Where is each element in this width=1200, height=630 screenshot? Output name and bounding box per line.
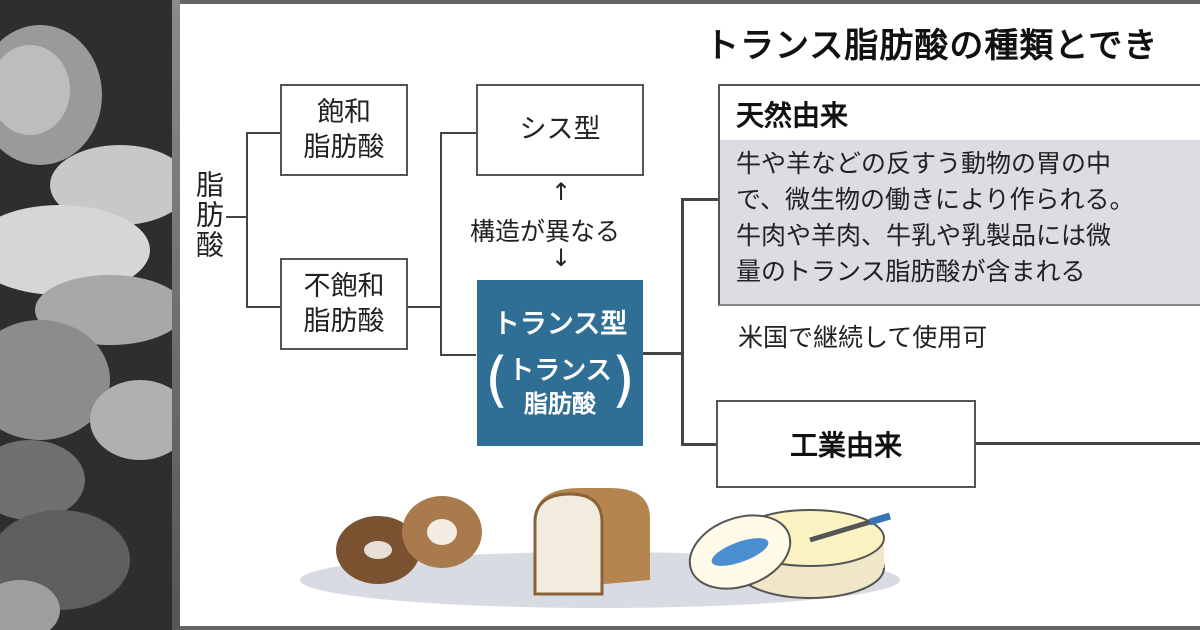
margarine-tub-icon	[688, 509, 892, 599]
food-illustration-svg	[300, 488, 900, 608]
natural-origin-title: 天然由来	[736, 99, 849, 132]
structure-differs-note: 構造が異なる	[470, 217, 621, 246]
root-fatty-acid-label: 脂肪酸	[192, 170, 225, 260]
connector-cis	[440, 132, 476, 134]
connector-cis-trans-v	[440, 132, 442, 356]
natural-desc-line: 量のトランス脂肪酸が含まれる	[736, 257, 1086, 286]
natural-origin-description: 牛や羊などの反すう動物の胃の中 で、微生物の働きにより作られる。 牛肉や羊肉、牛…	[718, 140, 1200, 306]
photo-border	[172, 0, 180, 630]
trans-sub-line1: トランス	[508, 356, 612, 386]
trans-sub-line2: 脂肪酸	[524, 390, 596, 418]
trans-type-box: トランス型 ( トランス 脂肪酸 )	[477, 280, 643, 446]
industrial-origin-title: 工業由来	[789, 429, 902, 462]
connector-trans	[440, 354, 476, 356]
top-rule	[180, 0, 1200, 4]
connector-natural	[681, 198, 718, 201]
natural-usage-note: 米国で継続して使用可	[738, 323, 988, 352]
connector-industrial-right	[976, 442, 1200, 445]
connector-root-h	[226, 216, 248, 218]
connector-unsaturated	[246, 306, 280, 308]
connector-saturated	[246, 132, 280, 134]
donuts-icon	[336, 496, 482, 584]
saturated-fat-box: 飽和 脂肪酸	[280, 84, 408, 176]
industrial-origin-box: 工業由来	[716, 400, 976, 488]
connector-root-v	[246, 132, 248, 308]
bottom-rule	[180, 626, 1200, 630]
natural-desc-line: で、微生物の働きにより作られる。	[736, 185, 1135, 214]
unsaturated-label-line2: 脂肪酸	[303, 306, 385, 337]
diagram-title: トランス脂肪酸の種類とでき	[705, 26, 1159, 66]
saturated-label-line2: 脂肪酸	[303, 132, 385, 163]
trans-label: トランス型	[492, 309, 628, 340]
connector-trans-out	[643, 352, 683, 355]
saturated-label-line1: 飽和	[317, 96, 371, 128]
paren-open: (	[485, 345, 509, 415]
cis-type-box: シス型	[476, 84, 644, 176]
unsaturated-fat-box: 不飽和 脂肪酸	[280, 258, 408, 350]
paren-close: )	[611, 345, 635, 415]
baked-goods-photo	[0, 0, 172, 630]
arrow-up-icon: ↑	[551, 178, 572, 206]
photo-illustration	[0, 0, 172, 630]
natural-origin-header	[718, 84, 1200, 140]
cis-label: シス型	[519, 114, 601, 146]
food-illustrations	[290, 480, 930, 620]
bread-loaf-icon	[533, 488, 650, 596]
connector-origin-v	[681, 198, 684, 446]
connector-unsat-out	[408, 306, 442, 308]
arrow-down-icon: ↓	[551, 244, 572, 272]
connector-industrial	[681, 443, 718, 446]
unsaturated-label-line1: 不飽和	[303, 270, 385, 302]
natural-desc-line: 牛や羊などの反すう動物の胃の中	[736, 149, 1112, 178]
natural-desc-line: 牛肉や羊肉、牛乳や乳製品には微	[736, 221, 1112, 250]
